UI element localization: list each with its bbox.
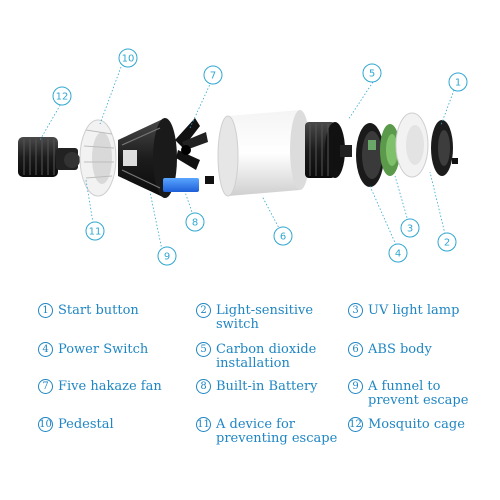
part-battery (163, 176, 214, 192)
callout-7: 7 (203, 65, 223, 85)
svg-text:1: 1 (455, 78, 461, 89)
svg-text:7: 7 (210, 71, 216, 82)
callout-10: 10 (118, 48, 138, 68)
svg-text:11: 11 (89, 227, 102, 238)
legend-item-built-in-battery: 8 Built-in Battery (196, 379, 318, 394)
legend-item-power-switch: 4 Power Switch (38, 342, 149, 357)
legend-label: A device for preventing escape (216, 417, 338, 446)
parts-legend: 1 Start button 2 Light-sensitive switch … (0, 292, 500, 462)
legend-item-carbon-dioxide-installation: 5 Carbon dioxide installation (196, 342, 317, 371)
legend-label: Five hakaze fan (58, 379, 162, 394)
part-light-sensitive-switch (395, 112, 429, 178)
svg-text:3: 3 (407, 224, 413, 235)
legend-number: 1 (38, 303, 53, 318)
callout-4: 4 (388, 243, 408, 263)
legend-item-light-sensitive-switch: 2 Light-sensitive switch (196, 303, 314, 332)
legend-item-escape-preventing-device: 11 A device for preventing escape (196, 417, 338, 446)
legend-item-start-button: 1 Start button (38, 303, 139, 318)
exploded-diagram: 12 10 7 5 1 11 9 8 6 4 3 2 (18, 48, 468, 266)
legend-number: 2 (196, 303, 211, 318)
legend-label: Built-in Battery (216, 379, 318, 394)
callout-6: 6 (273, 226, 293, 246)
legend-number: 11 (196, 417, 211, 432)
svg-text:4: 4 (395, 249, 401, 260)
part-fan (175, 118, 208, 170)
callout-11: 11 (85, 221, 105, 241)
legend-item-funnel: 9 A funnel to prevent escape (348, 379, 469, 408)
legend-number: 10 (38, 417, 53, 432)
legend-number: 6 (348, 342, 363, 357)
legend-label: Power Switch (58, 342, 149, 357)
part-pedestal (79, 119, 117, 197)
legend-number: 5 (196, 342, 211, 357)
part-carbon-dioxide-installation (305, 122, 352, 178)
legend-item-uv-light-lamp: 3 UV light lamp (348, 303, 460, 318)
callout-8: 8 (185, 212, 205, 232)
legend-item-five-hakaze-fan: 7 Five hakaze fan (38, 379, 162, 394)
legend-label: Mosquito cage (368, 417, 465, 432)
svg-text:2: 2 (444, 238, 450, 249)
part-power-switch (356, 123, 384, 187)
part-mosquito-cage (18, 137, 80, 177)
legend-label: Carbon dioxide installation (216, 342, 317, 371)
svg-text:8: 8 (192, 218, 198, 229)
callout-9: 9 (157, 246, 177, 266)
legend-number: 4 (38, 342, 53, 357)
legend-number: 7 (38, 379, 53, 394)
legend-item-mosquito-cage: 12 Mosquito cage (348, 417, 465, 432)
part-abs-body (217, 110, 310, 197)
legend-label: UV light lamp (368, 303, 460, 318)
callout-2: 2 (437, 232, 457, 252)
svg-text:6: 6 (280, 232, 286, 243)
leader-lines (39, 66, 455, 251)
legend-item-pedestal: 10 Pedestal (38, 417, 114, 432)
legend-number: 9 (348, 379, 363, 394)
legend-label: A funnel to prevent escape (368, 379, 469, 408)
legend-label: ABS body (368, 342, 432, 357)
svg-text:5: 5 (369, 69, 375, 80)
part-uv-lamp (380, 124, 400, 176)
callout-1: 1 (448, 72, 468, 92)
legend-label: Start button (58, 303, 139, 318)
svg-text:9: 9 (164, 252, 170, 263)
legend-label: Pedestal (58, 417, 114, 432)
legend-number: 3 (348, 303, 363, 318)
callout-5: 5 (362, 63, 382, 83)
legend-number: 12 (348, 417, 363, 432)
legend-label: Light-sensitive switch (216, 303, 314, 332)
part-start-button (431, 120, 458, 176)
callout-3: 3 (400, 218, 420, 238)
legend-item-abs-body: 6 ABS body (348, 342, 432, 357)
svg-text:12: 12 (56, 92, 69, 103)
svg-text:10: 10 (122, 54, 135, 65)
callout-12: 12 (52, 86, 72, 106)
legend-number: 8 (196, 379, 211, 394)
